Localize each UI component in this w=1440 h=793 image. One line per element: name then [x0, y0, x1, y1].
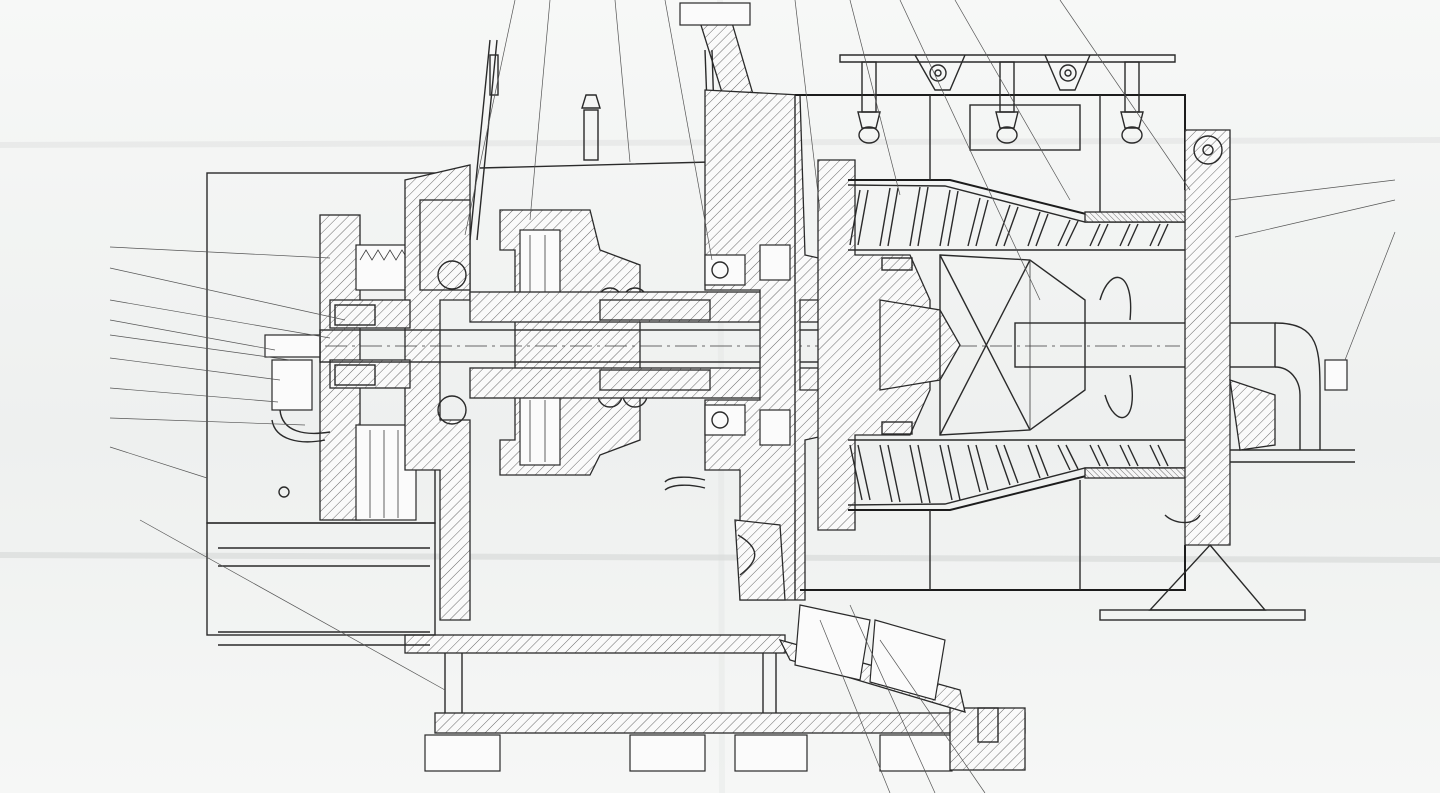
callout-leaders-bottom [139, 519, 986, 793]
outer-casing [794, 54, 1306, 621]
main-shaft [319, 291, 1180, 399]
callout-leaders-left [109, 246, 346, 479]
callout-leaders-top [464, 0, 1191, 301]
bowl-hub [817, 159, 961, 531]
callout-leaders-right [1229, 179, 1396, 361]
bowl-and-scroll [847, 179, 1355, 511]
bowl-bearing-housing [664, 89, 851, 601]
belt-drive-housing [206, 172, 436, 646]
base-frame [404, 604, 1026, 772]
